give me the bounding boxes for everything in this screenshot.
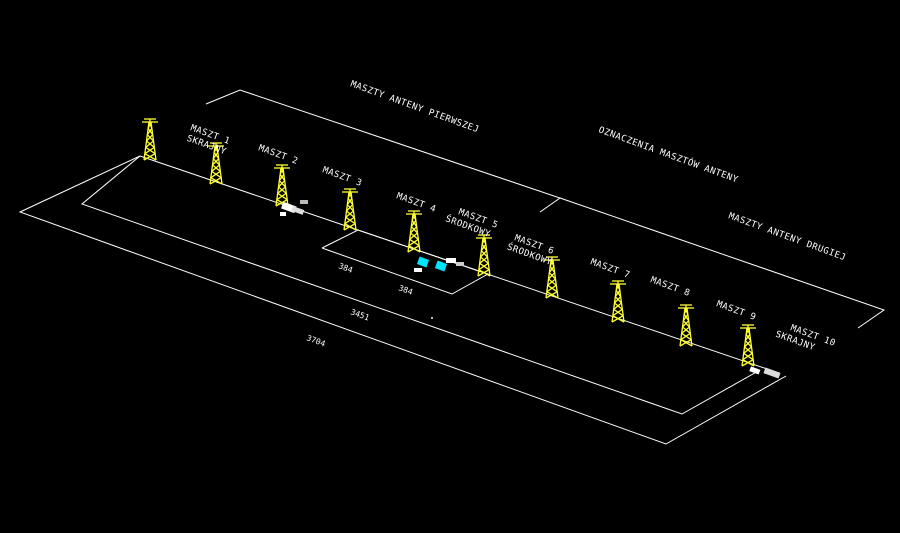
building-outline [321,229,490,295]
mast-tower-icon [610,280,626,323]
mast-tower-icon [740,324,756,367]
dimension-d1: 384 [337,261,354,274]
mast-label-2: MASZT 2 [257,143,299,167]
dimension-d3: 3451 [349,307,370,322]
mast-label-1: MASZT 1 SKRAJNY [185,123,231,157]
mast-label-10: MASZT 10 SKRAJNY [774,323,837,353]
mast-name: MASZT 3 [321,165,363,189]
mast-label-7: MASZT 7 [589,257,631,281]
dimension-dot [431,317,433,319]
group-second-title: MASZTY ANTENY DRUGIEJ [727,211,847,263]
group-first-title: MASZTY ANTENY PIERWSZEJ [349,79,480,135]
group-first-bracket [205,89,562,213]
mast-tower-icon [678,304,694,347]
equipment-right [749,366,781,379]
dimension-d2: 384 [397,283,414,296]
mast-tower-icon [274,164,290,207]
mast-tower-icon [342,188,358,231]
inner-dimension-frame [80,155,761,415]
outer-dimension-frame [18,155,787,445]
mast-name: MASZT 9 [715,299,757,323]
mast-name: MASZT 2 [257,143,299,167]
mast-tower-icon [208,142,224,185]
markings-title: OZNACZENIA MASZTÓW ANTENY [597,124,740,186]
mast-label-9: MASZT 9 [715,299,757,323]
mast-tower-icon [544,256,560,299]
mast-name: MASZT 8 [649,275,691,299]
mast-name: MASZT 7 [589,257,631,281]
mast-tower-icon [142,118,158,161]
group-second-bracket [559,197,886,329]
mast-label-6: MASZT 6 ŚRODKOWY [505,233,555,268]
equipment-center [414,256,464,272]
mast-tower-icon [476,234,492,277]
mast-tower-icon [406,210,422,253]
dimension-d4: 3704 [305,333,326,348]
mast-label-5: MASZT 5 ŚRODKOWY [444,207,500,240]
mast-label-3: MASZT 3 [321,165,363,189]
mast-label-8: MASZT 8 [649,275,691,299]
mast-layer [142,118,756,367]
equipment-left [280,200,308,216]
